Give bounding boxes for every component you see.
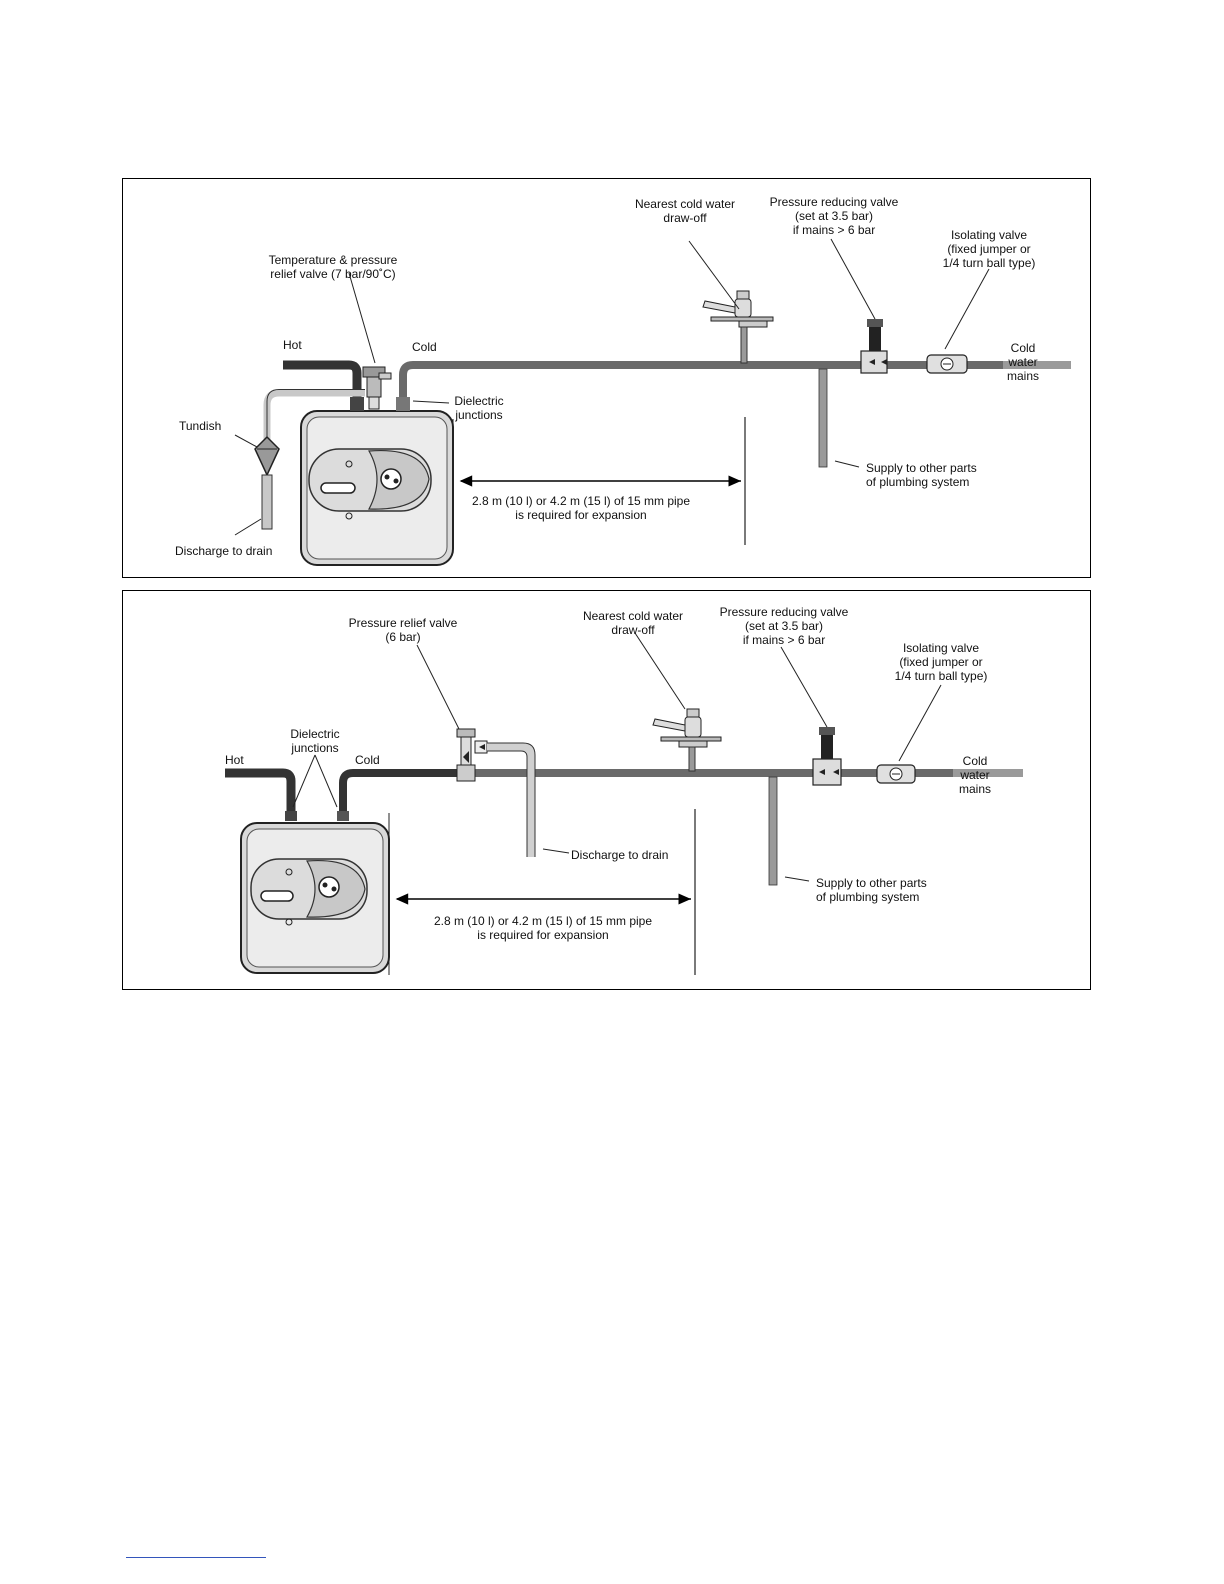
label-supply-2: of plumbing system <box>816 890 919 904</box>
tundish <box>254 435 280 530</box>
label-prv-3: if mains > 6 bar <box>743 633 825 647</box>
label-hot: Hot <box>225 753 244 767</box>
label-discharge: Discharge to drain <box>175 544 272 558</box>
label-draw-off-2: draw-off <box>611 623 655 637</box>
isolating-valve <box>926 354 968 374</box>
label-mains-3: mains <box>959 782 991 796</box>
label-hot: Hot <box>283 338 302 352</box>
label-dielectric-1: Dielectric <box>290 727 339 741</box>
label-mains-1: Cold <box>963 754 988 768</box>
label-expansion-2: is required for expansion <box>515 508 646 522</box>
label-isolating-3: 1/4 turn ball type) <box>943 256 1036 270</box>
label-prv-2: (set at 3.5 bar) <box>795 209 873 223</box>
label-cold: Cold <box>355 753 380 767</box>
diagram-panel-bottom: Pressure relief valve (6 bar) Dielectric… <box>122 590 1091 990</box>
label-draw-off-1: Nearest cold water <box>583 609 683 623</box>
isolating-valve <box>876 764 916 784</box>
pressure-relief-valve <box>456 728 488 782</box>
label-discharge: Discharge to drain <box>571 848 668 862</box>
label-draw-off-1: Nearest cold water <box>635 197 735 211</box>
label-supply-2: of plumbing system <box>866 475 969 489</box>
temperature-pressure-relief-valve <box>362 366 392 410</box>
label-prv-1: Pressure reducing valve <box>720 605 849 619</box>
cold-water-draw-off-tap <box>702 290 774 364</box>
label-mains-2: water <box>959 768 989 782</box>
label-cold: Cold <box>412 340 437 354</box>
cold-pipe <box>339 769 463 813</box>
water-heater <box>300 410 454 566</box>
plumbing-diagram-bottom: Pressure relief valve (6 bar) Dielectric… <box>225 605 1023 975</box>
label-mains-2: water <box>1007 355 1037 369</box>
label-isolating-2: (fixed jumper or <box>947 242 1030 256</box>
label-temp-relief-1: Temperature & pressure <box>269 253 398 267</box>
pressure-reducing-valve <box>860 319 888 374</box>
label-prv-2: (set at 3.5 bar) <box>745 619 823 633</box>
label-prv-1: Pressure reducing valve <box>770 195 899 209</box>
label-draw-off-2: draw-off <box>663 211 707 225</box>
water-heater <box>240 813 390 975</box>
label-isolating-2: (fixed jumper or <box>899 655 982 669</box>
label-expansion-2: is required for expansion <box>477 928 608 942</box>
label-dielectric-1: Dielectric <box>454 394 503 408</box>
label-prv-3: if mains > 6 bar <box>793 223 875 237</box>
label-relief-2: (6 bar) <box>385 630 420 644</box>
hot-pipe <box>283 360 362 399</box>
label-expansion-1: 2.8 m (10 l) or 4.2 m (15 l) of 15 mm pi… <box>434 914 652 928</box>
plumbing-diagram-top: Temperature & pressure relief valve (7 b… <box>175 195 1071 566</box>
label-dielectric-2: junctions <box>454 408 502 422</box>
label-supply-1: Supply to other parts <box>816 876 927 890</box>
label-temp-relief-2: relief valve (7 bar/90˚C) <box>270 267 395 281</box>
diagram-panel-top: Temperature & pressure relief valve (7 b… <box>122 178 1091 578</box>
label-tundish: Tundish <box>179 419 221 433</box>
label-supply-1: Supply to other parts <box>866 461 977 475</box>
hot-pipe <box>225 768 296 813</box>
cold-pipe <box>399 361 1003 399</box>
label-isolating-3: 1/4 turn ball type) <box>895 669 988 683</box>
label-dielectric-2: junctions <box>290 741 338 755</box>
label-isolating-1: Isolating valve <box>951 228 1027 242</box>
footnote-separator <box>126 1557 266 1558</box>
label-isolating-1: Isolating valve <box>903 641 979 655</box>
label-expansion-1: 2.8 m (10 l) or 4.2 m (15 l) of 15 mm pi… <box>472 494 690 508</box>
label-relief-1: Pressure relief valve <box>349 616 458 630</box>
cold-water-draw-off-tap <box>652 708 722 772</box>
label-mains-3: mains <box>1007 369 1039 383</box>
pressure-reducing-valve <box>812 727 842 786</box>
label-mains-1: Cold <box>1011 341 1036 355</box>
